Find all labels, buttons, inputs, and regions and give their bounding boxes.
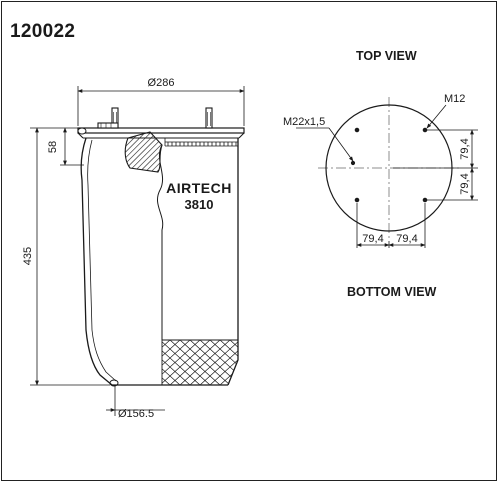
brand-label: AIRTECH bbox=[166, 180, 232, 196]
bolt-hole bbox=[354, 127, 360, 133]
dim-plate-height: 58 bbox=[47, 141, 59, 153]
dim-spacing-horizontal-left: 79,4 bbox=[362, 233, 383, 245]
bolt-hole bbox=[354, 197, 360, 203]
dim-height: 435 bbox=[22, 247, 34, 265]
dimension-lines bbox=[30, 86, 245, 416]
model-label: 3810 bbox=[185, 197, 214, 212]
bellows-body bbox=[80, 137, 239, 386]
piston-ring bbox=[109, 379, 119, 387]
bolt-hole bbox=[422, 127, 428, 133]
top-rib-band bbox=[164, 138, 238, 147]
dim-bottom-diameter: Ø156.5 bbox=[118, 408, 154, 420]
bead-section bbox=[124, 131, 163, 173]
air-fitting-label: M22x1,5 bbox=[283, 116, 325, 128]
part-number: 120022 bbox=[10, 21, 76, 42]
drawing-frame bbox=[1, 1, 497, 481]
stud-thread-label: M12 bbox=[444, 93, 465, 105]
air-fitting-hole bbox=[350, 160, 356, 166]
dim-spacing-vertical-upper: 79,4 bbox=[459, 138, 471, 159]
bottom-view-label: BOTTOM VIEW bbox=[347, 285, 437, 299]
mounting-studs bbox=[97, 107, 213, 129]
dim-spacing-horizontal-right: 79,4 bbox=[396, 233, 417, 245]
top-view-label: TOP VIEW bbox=[356, 49, 417, 63]
bottom-mesh bbox=[162, 339, 238, 385]
bolt-hole bbox=[422, 197, 428, 203]
top-view bbox=[296, 97, 478, 248]
top-plate bbox=[77, 127, 245, 139]
side-view bbox=[77, 107, 245, 387]
dim-top-diameter: Ø286 bbox=[148, 77, 175, 89]
dim-spacing-vertical-lower: 79,4 bbox=[459, 173, 471, 194]
